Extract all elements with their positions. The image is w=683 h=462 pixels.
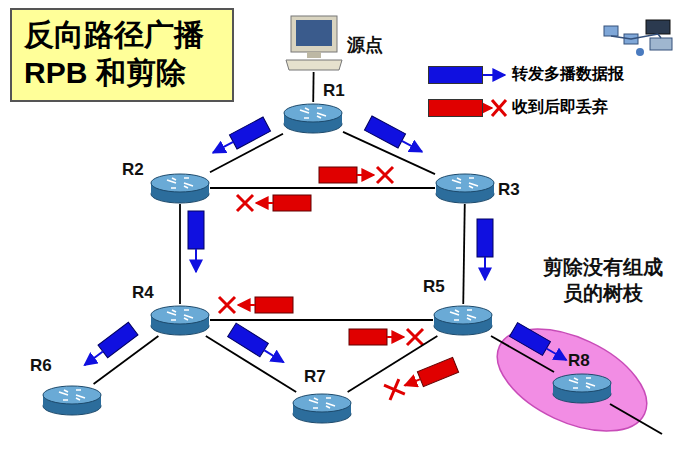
router-node: R8 bbox=[552, 372, 612, 404]
forward-packet bbox=[477, 219, 493, 280]
router-label: R6 bbox=[30, 356, 52, 375]
discard-packet bbox=[219, 297, 293, 313]
network-icon bbox=[604, 20, 672, 56]
router-node: R1 bbox=[283, 102, 343, 134]
legend-swatch bbox=[428, 66, 483, 84]
router-node: R2 bbox=[150, 172, 210, 204]
router-label: R3 bbox=[498, 180, 520, 199]
forward-packet bbox=[228, 323, 288, 369]
network-link bbox=[210, 319, 433, 321]
router-node: R3 bbox=[435, 172, 495, 204]
legend-arrow bbox=[483, 74, 505, 76]
router-node: R6 bbox=[42, 384, 102, 416]
network-link bbox=[210, 187, 435, 189]
region-label: 剪除没有组成员的树枝 bbox=[540, 254, 666, 306]
legend-arrow bbox=[483, 107, 492, 109]
router-icon bbox=[150, 304, 210, 336]
forward-packet bbox=[209, 117, 270, 160]
legend-text: 收到后即丢弃 bbox=[512, 97, 608, 117]
router-icon bbox=[150, 172, 210, 204]
discard-packet bbox=[349, 329, 423, 345]
network-link bbox=[94, 336, 159, 384]
network-link bbox=[348, 336, 438, 392]
router-node: R5 bbox=[433, 304, 493, 336]
router-node: R7 bbox=[292, 392, 352, 424]
network-link bbox=[206, 336, 296, 392]
router-icon bbox=[42, 384, 102, 416]
source-host: 源点 bbox=[285, 14, 343, 72]
discard-packet bbox=[237, 195, 311, 211]
source-label: 源点 bbox=[347, 36, 383, 55]
network-link bbox=[463, 204, 465, 304]
legend-text: 转发多播数据报 bbox=[512, 64, 624, 84]
router-label: R1 bbox=[323, 81, 345, 100]
title-text: 反向路径广播 RPB 和剪除 bbox=[24, 16, 220, 92]
network-link bbox=[179, 204, 181, 304]
router-label: R4 bbox=[132, 283, 154, 302]
network-link bbox=[343, 132, 435, 174]
discard-packet bbox=[319, 167, 393, 183]
discard-packet bbox=[384, 357, 459, 400]
forward-packet bbox=[364, 116, 425, 159]
forward-packet bbox=[188, 211, 204, 272]
router-icon bbox=[292, 392, 352, 424]
network-link bbox=[312, 72, 314, 102]
router-icon bbox=[433, 304, 493, 336]
router-icon bbox=[283, 102, 343, 134]
pruned-branch: 剪除没有组成员的树枝 R8 bbox=[488, 250, 668, 440]
pruned-region bbox=[488, 250, 668, 440]
router-label: R7 bbox=[304, 367, 326, 386]
router-label: R8 bbox=[568, 351, 590, 370]
router-label: R2 bbox=[122, 160, 144, 179]
router-node: R4 bbox=[150, 304, 210, 336]
forward-packet bbox=[80, 322, 138, 371]
network-link bbox=[210, 134, 283, 172]
router-icon bbox=[552, 372, 612, 404]
router-icon bbox=[435, 172, 495, 204]
title-box: 反向路径广播 RPB 和剪除 bbox=[10, 8, 234, 102]
computer-icon bbox=[285, 14, 343, 72]
legend-cross bbox=[492, 100, 506, 116]
legend-swatch bbox=[428, 99, 483, 117]
router-label: R5 bbox=[423, 277, 445, 296]
